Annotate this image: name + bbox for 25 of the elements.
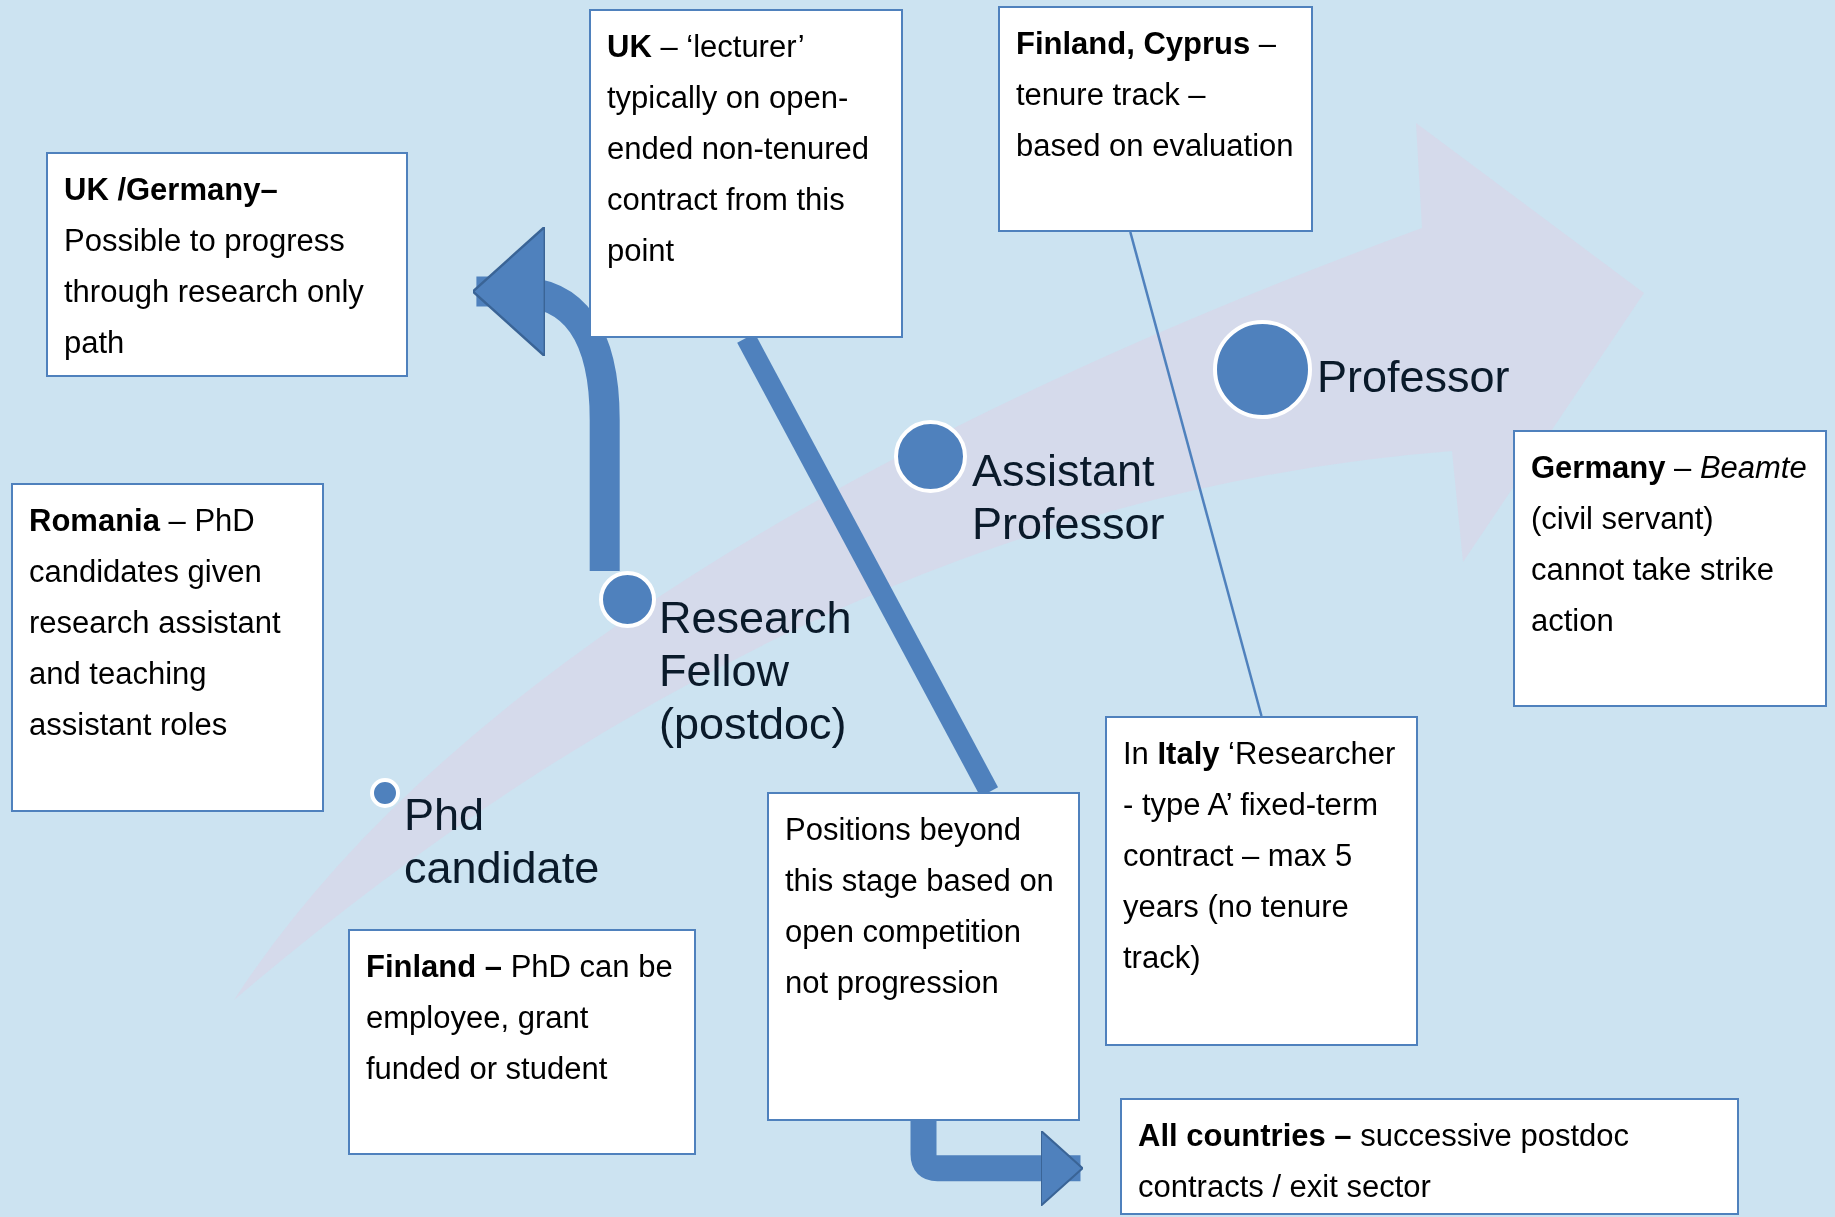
arrow [471,225,620,571]
note-text: Finland, Cyprus – tenure track – based on evaluation [1016,25,1295,165]
career-stage-label: Assistant Professor [972,444,1166,550]
career-stage-label: Research Fellow (postdoc) [659,591,853,750]
note-box [46,152,408,377]
note-text: UK – ‘lecturer’ typically on open-ended non-tenured contract from this point [607,28,870,270]
note-box [1105,716,1418,1046]
career-stage-label: Phd candidate [404,788,601,894]
note-text: All countries – successive postdoc contracts / exit sector [1138,1117,1631,1206]
arrow [910,1121,1084,1207]
note-text: Positions beyond this stage based on open competition not progression [785,811,1055,1002]
note-text: UK /Germany– Possible to progress through research only path [64,171,365,362]
note-box [11,483,324,812]
note-box [1513,430,1827,707]
note-text: In Italy ‘Researcher - type A’ fixed-term contract – max 5 years (no tenure track) [1123,735,1397,977]
note-text: Germany – Beamte (civil servant) cannot take strike action [1531,449,1808,640]
connector-line [1129,231,1263,717]
note-box [348,929,696,1155]
note-box [589,9,903,338]
note-box [998,6,1313,232]
note-box [767,792,1080,1121]
note-text: Romania – PhD candidates given research assistant and teaching assistant roles [29,502,282,744]
note-text: Finland – PhD can be employee, grant funded or student [366,948,674,1088]
career-stage-label: Professor [1317,350,1511,403]
note-box [1120,1098,1739,1215]
